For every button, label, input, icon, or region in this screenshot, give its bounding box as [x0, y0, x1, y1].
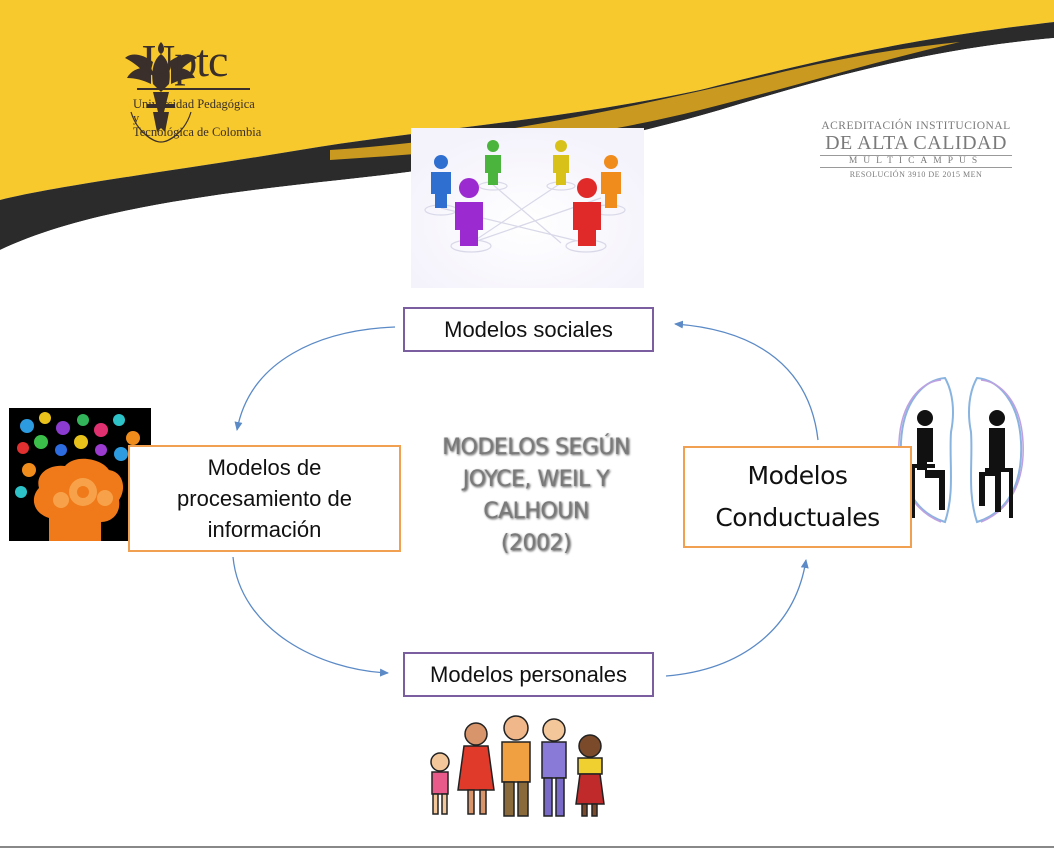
node-modelos-conductuales: Modelos Conductuales: [683, 446, 912, 548]
accreditation-line1: ACREDITACIÓN INSTITUCIONAL: [821, 120, 1011, 132]
accreditation-line4: RESOLUCIÓN 3910 DE 2015 MEN: [849, 170, 983, 179]
logo-underline: [137, 88, 250, 90]
university-name-line2: Tecnológica de Colombia: [133, 125, 262, 139]
center-title-line4: (2002): [500, 531, 572, 556]
brain-gears-icon: [9, 408, 151, 541]
node-modelos-sociales: Modelos sociales: [403, 307, 654, 352]
node-procesamiento-line2: procesamiento de: [177, 486, 352, 511]
arrow-personales-to-conductuales: [665, 559, 809, 677]
accreditation-line2: DE ALTA CALIDAD: [825, 132, 1007, 154]
node-procesamiento-line1: Modelos de: [207, 455, 322, 480]
university-name-line1: Universidad Pedagógica y: [133, 97, 255, 125]
center-title-line1: MODELOS SEGÚN: [442, 435, 630, 460]
bottom-divider: [0, 846, 1054, 848]
uptc-eagle-logo-icon: [125, 42, 197, 143]
node-conductuales-line1: Modelos: [747, 461, 848, 490]
accreditation-line3: MULTICAMPUS: [820, 155, 1012, 168]
node-modelos-personales: Modelos personales: [403, 652, 654, 697]
social-network-people-icon: [411, 128, 644, 288]
arrow-sociales-to-procesamiento: [234, 326, 396, 431]
center-title-line2: JOYCE, WEIL Y: [462, 467, 610, 492]
uptc-logo-text: Uptc: [142, 35, 228, 86]
arrow-conductuales-to-sociales: [674, 320, 819, 441]
university-name: Universidad Pedagógica y Tecnológica de …: [133, 97, 263, 139]
therapy-session-silhouette-icon: [898, 376, 1024, 524]
diagram-center-title: MODELOS SEGÚN JOYCE, WEIL Y CALHOUN (200…: [420, 432, 652, 560]
family-group-icon: [430, 715, 605, 817]
node-modelos-procesamiento: Modelos de procesamiento de información: [128, 445, 401, 552]
arrow-procesamiento-to-personales: [232, 556, 389, 677]
accreditation-badge: ACREDITACIÓN INSTITUCIONAL DE ALTA CALID…: [820, 120, 1012, 181]
node-procesamiento-line3: información: [207, 517, 322, 542]
node-conductuales-line2: Conductuales: [715, 503, 880, 532]
center-title-line3: CALHOUN: [483, 499, 589, 524]
